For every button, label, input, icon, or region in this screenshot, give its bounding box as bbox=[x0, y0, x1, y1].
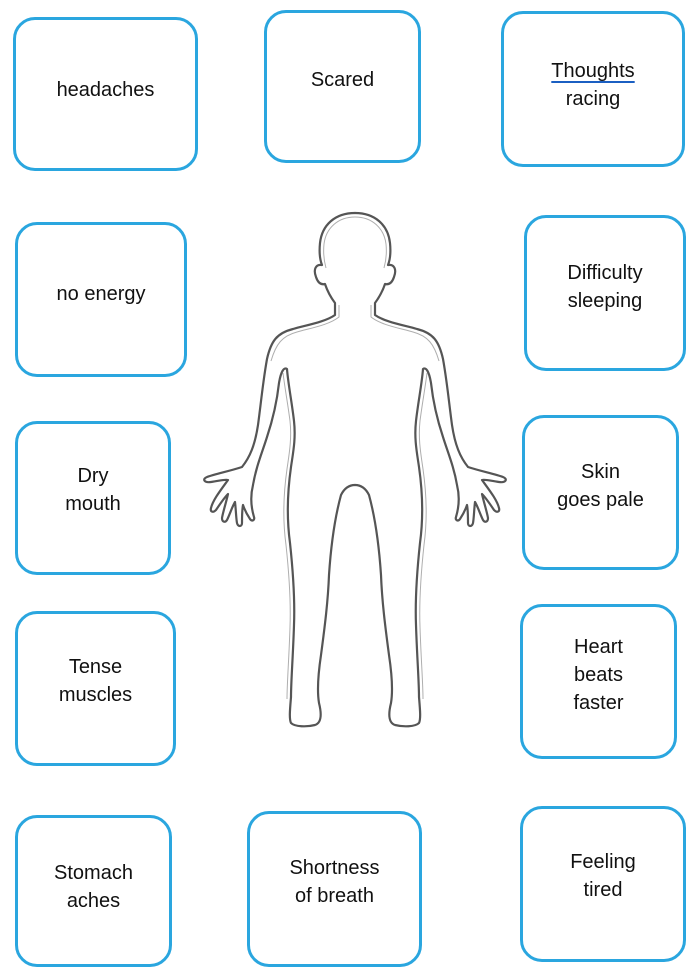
symptom-card-difficulty-sleeping: Difficulty sleeping bbox=[524, 215, 686, 371]
symptom-label-line-1: Stomach bbox=[54, 859, 133, 887]
symptom-card-tense-muscles: Tense muscles bbox=[15, 611, 176, 766]
symptom-label-line-2: goes pale bbox=[557, 486, 644, 514]
symptom-label-line-1: Shortness bbox=[289, 854, 379, 882]
symptom-label-line-1: Difficulty bbox=[567, 259, 642, 287]
symptom-card-dry-mouth: Dry mouth bbox=[15, 421, 171, 575]
symptom-label-line-2: beats bbox=[574, 661, 623, 689]
symptom-label-line-2: mouth bbox=[65, 490, 121, 518]
symptom-label-line-1: Skin bbox=[581, 458, 620, 486]
symptom-label-line-2: aches bbox=[67, 887, 120, 915]
symptom-card-feeling-tired: Feeling tired bbox=[520, 806, 686, 962]
symptom-label-line-1: Thoughts bbox=[551, 57, 634, 85]
symptom-card-headaches: headaches bbox=[13, 17, 198, 171]
human-body-outline-icon bbox=[195, 205, 515, 745]
symptom-label-line-1: Feeling bbox=[570, 848, 636, 876]
symptom-card-stomach-aches: Stomach aches bbox=[15, 815, 172, 967]
symptom-label-line-3: faster bbox=[573, 689, 623, 717]
symptom-card-shortness-of-breath: Shortness of breath bbox=[247, 811, 422, 967]
symptom-label-line-2: racing bbox=[566, 85, 620, 113]
symptom-label-line-2: of breath bbox=[295, 882, 374, 910]
symptom-label-line-2: tired bbox=[584, 876, 623, 904]
symptom-label: Scared bbox=[311, 66, 374, 94]
symptom-label-line-2: sleeping bbox=[568, 287, 643, 315]
symptom-card-thoughts-racing: Thoughts racing bbox=[501, 11, 685, 167]
symptom-card-no-energy: no energy bbox=[15, 222, 187, 377]
symptom-card-heart-beats-faster: Heart beats faster bbox=[520, 604, 677, 759]
symptom-card-scared: Scared bbox=[264, 10, 421, 163]
symptom-label-line-1: Heart bbox=[574, 633, 623, 661]
symptom-card-skin-goes-pale: Skin goes pale bbox=[522, 415, 679, 570]
symptom-label: headaches bbox=[57, 76, 155, 104]
symptom-label-line-1: Dry bbox=[77, 462, 108, 490]
symptom-label: no energy bbox=[57, 280, 146, 308]
symptom-label-line-2: muscles bbox=[59, 681, 132, 709]
symptom-label-line-1: Tense bbox=[69, 653, 122, 681]
